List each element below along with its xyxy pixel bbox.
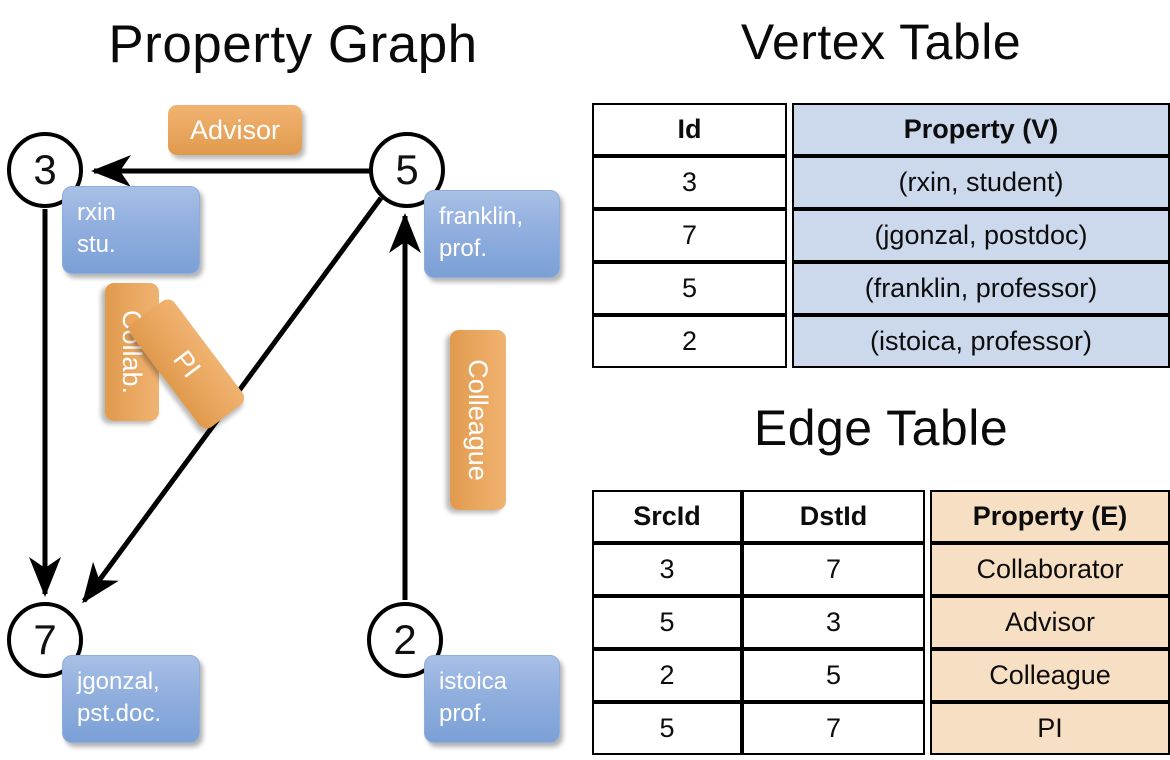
graph-node-2-label: 2: [393, 616, 417, 663]
page-title-edge-table: Edge Table: [753, 400, 1009, 456]
vertex-property-box-5-line1: franklin,: [439, 203, 524, 230]
edge-table-cell-srcid: 5: [592, 596, 742, 649]
vertex-table-cell-id: 2: [592, 315, 787, 368]
edge-table-cell-property: Advisor: [930, 596, 1170, 649]
vertex-property-box-2-line1: istoica: [439, 668, 508, 695]
edge-label-advisor: Advisor: [168, 105, 302, 155]
vertex-table-header-id: Id: [592, 103, 787, 156]
vertex-table-cell-property: (istoica, professor): [792, 315, 1170, 368]
table-row: 5 7 PI: [592, 702, 1170, 755]
vertex-property-box-2-line2: prof.: [439, 700, 488, 727]
vertex-property-box-7-line2: pst.doc.: [77, 700, 162, 727]
edge-table-cell-srcid: 5: [592, 702, 742, 755]
edge-table-header-property: Property (E): [930, 490, 1170, 543]
vertex-table-cell-property: (jgonzal, postdoc): [792, 209, 1170, 262]
property-graph-diagram: 3 5 7 2 rxin stu. franklin, prof. jgonza…: [7, 105, 560, 743]
edge-table-cell-property: PI: [930, 702, 1170, 755]
vertex-property-box-7-line1: jgonzal,: [77, 668, 160, 695]
vertex-property-box-3-line1: rxin: [77, 199, 116, 226]
vertex-table-cell-property: (franklin, professor): [792, 262, 1170, 315]
edge-table: SrcId DstId Property (E) 3 7 Collaborato…: [592, 490, 1170, 755]
edge-label-colleague-text: Colleague: [463, 359, 494, 481]
table-row: 3 7 Collaborator: [592, 543, 1170, 596]
vertex-table-cell-property: (rxin, student): [792, 156, 1170, 209]
table-row: 5 3 Advisor: [592, 596, 1170, 649]
vertex-property-box-5-line2: prof.: [439, 235, 488, 262]
graph-node-7-label: 7: [33, 616, 57, 663]
vertex-property-box-3: rxin stu.: [62, 186, 200, 274]
table-row: 5 (franklin, professor): [592, 262, 1170, 315]
edge-table-cell-property: Colleague: [930, 649, 1170, 702]
table-row: 7 (jgonzal, postdoc): [592, 209, 1170, 262]
vertex-property-box-5: franklin, prof.: [424, 190, 560, 278]
edge-table-cell-dstid: 7: [742, 702, 925, 755]
page-title-vertex-table: Vertex Table: [740, 14, 1022, 70]
table-row: 2 (istoica, professor): [592, 315, 1170, 368]
page-title-property-graph: Property Graph: [108, 15, 478, 74]
vertex-property-box-2: istoica prof.: [424, 655, 560, 743]
vertex-table-cell-id: 3: [592, 156, 787, 209]
table-row: 2 5 Colleague: [592, 649, 1170, 702]
edge-label-advisor-text: Advisor: [189, 114, 281, 145]
edge-label-pi-text: PI: [167, 344, 208, 383]
vertex-table-header-property: Property (V): [792, 103, 1170, 156]
vertex-table: Id Property (V) 3 (rxin, student) 7 (jgo…: [592, 103, 1170, 368]
edge-table-cell-srcid: 2: [592, 649, 742, 702]
edge-table-cell-dstid: 5: [742, 649, 925, 702]
vertex-table-cell-id: 7: [592, 209, 787, 262]
edge-table-cell-dstid: 7: [742, 543, 925, 596]
edge-table-header-row: SrcId DstId Property (E): [592, 490, 1170, 543]
graph-node-5[interactable]: 5: [369, 132, 445, 208]
edge-table-cell-property: Collaborator: [930, 543, 1170, 596]
edge-table-header-dstid: DstId: [742, 490, 925, 543]
vertex-property-box-3-line2: stu.: [77, 231, 116, 258]
edge-table-header-srcid: SrcId: [592, 490, 742, 543]
vertex-property-box-7: jgonzal, pst.doc.: [62, 655, 200, 743]
table-row: 3 (rxin, student): [592, 156, 1170, 209]
edge-table-cell-dstid: 3: [742, 596, 925, 649]
graph-node-5-label: 5: [395, 146, 419, 193]
graph-node-2[interactable]: 2: [367, 602, 443, 678]
edge-table-cell-srcid: 3: [592, 543, 742, 596]
edge-label-colleague: Colleague: [450, 330, 506, 510]
graph-node-3-label: 3: [33, 146, 57, 193]
vertex-table-cell-id: 5: [592, 262, 787, 315]
vertex-table-header-row: Id Property (V): [592, 103, 1170, 156]
